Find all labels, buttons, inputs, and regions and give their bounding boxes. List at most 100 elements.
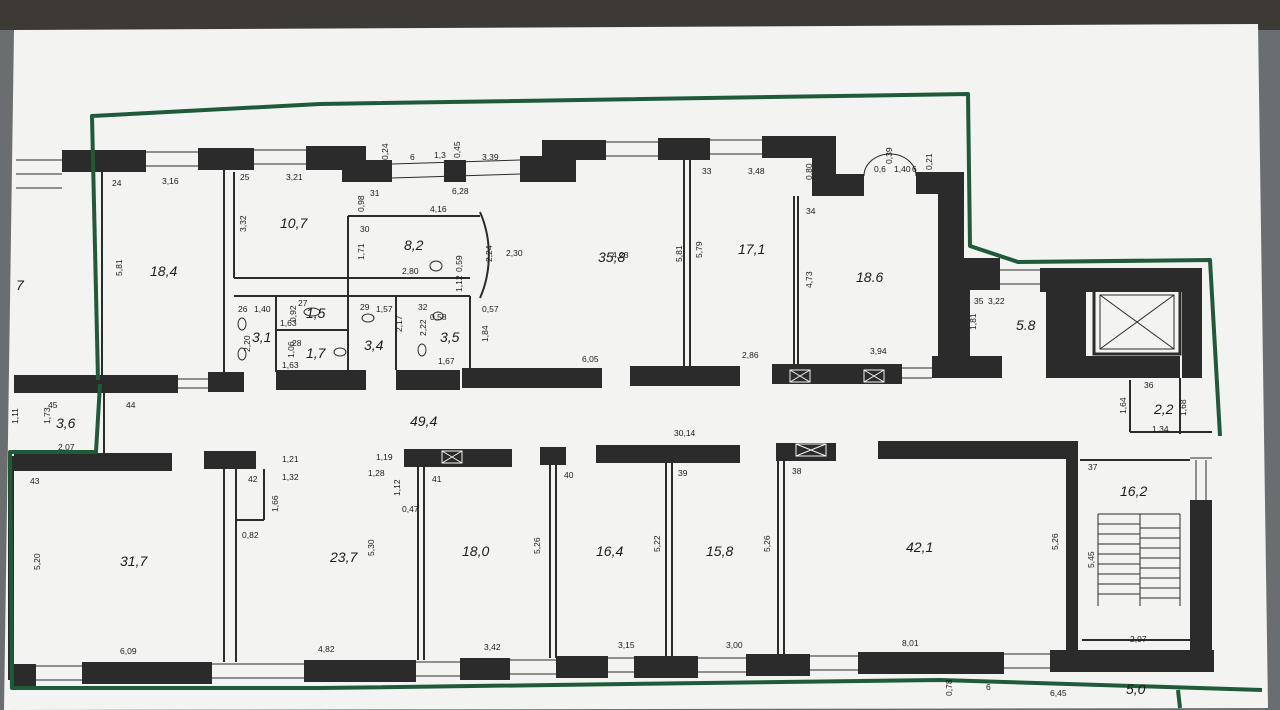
dimension: 3,32 — [238, 215, 248, 232]
dimension: 5,26 — [532, 537, 542, 554]
room-area: 3,6 — [56, 415, 76, 431]
dimension: 6,09 — [120, 646, 137, 656]
dimension: 3,21 — [286, 172, 303, 182]
dimension: 2,24 — [484, 245, 494, 262]
dimension: 2,20 — [242, 335, 252, 352]
dimension: 0,58 — [430, 312, 447, 322]
dimension: 1,84 — [480, 325, 490, 342]
dimension: 4,16 — [430, 204, 447, 214]
dimension: 3,48 — [748, 166, 765, 176]
room-area: 3,4 — [364, 337, 384, 353]
dimension: 2,97 — [1130, 634, 1147, 644]
dimension: 3,16 — [162, 176, 179, 186]
dimension: 5,22 — [652, 535, 662, 552]
room-area: 18,4 — [150, 263, 177, 279]
room-number: 43 — [30, 476, 40, 486]
dimension: 3,42 — [484, 642, 501, 652]
dimension: 0,92 — [288, 305, 298, 322]
margin-label-left: 7 — [16, 277, 25, 293]
room-area: 3,5 — [440, 329, 460, 345]
dimension: 1,11 — [10, 408, 20, 424]
room-area: 17,1 — [738, 241, 765, 257]
dimension: 1,66 — [270, 495, 280, 512]
room-area: 10,7 — [280, 215, 308, 231]
room-number: 41 — [432, 474, 442, 484]
room-number: 45 — [48, 400, 58, 410]
dimension: 1,06 — [286, 341, 296, 358]
dimension: 0,98 — [356, 195, 366, 212]
partitions — [101, 160, 1212, 662]
dimension: 1,12 — [392, 479, 402, 496]
dimension: 3,15 — [618, 640, 635, 650]
windows — [16, 139, 1212, 681]
dimension: 1,81 — [968, 313, 978, 330]
dimension: 6,05 — [582, 354, 599, 364]
room-number: 27 — [298, 298, 308, 308]
dimension: 1,73 — [42, 407, 52, 424]
room-area: 35,8 — [598, 249, 625, 265]
dimension: 1,63 — [280, 318, 297, 328]
dimension: 3,00 — [726, 640, 743, 650]
dimension: 0,24 — [380, 143, 390, 160]
dimension: 1,40 — [254, 304, 271, 314]
room-area: 18,0 — [462, 543, 489, 559]
room-area: 1,7 — [306, 345, 327, 361]
room-number: 31 — [370, 188, 380, 198]
dimension: 2,07 — [58, 442, 75, 452]
room-number: 29 — [360, 302, 370, 312]
room-number: 40 — [564, 470, 574, 480]
dimension: 5,26 — [762, 535, 772, 552]
room-area: 5.8 — [1016, 317, 1036, 333]
elevator-shaft — [1092, 288, 1182, 356]
dimension: 5,81 — [114, 259, 124, 276]
dimension: 1,34 — [1152, 424, 1169, 434]
room-number: 33 — [702, 166, 712, 176]
dimension: 2,17 — [394, 315, 404, 332]
dimension: 1,68 — [1178, 399, 1188, 416]
dimension: 0,80 — [804, 163, 814, 180]
room-area: 49,4 — [410, 413, 437, 429]
room-number: 28 — [292, 338, 302, 348]
dimension: 6,45 — [1050, 688, 1067, 698]
dimension: 1,57 — [376, 304, 393, 314]
dimension: 4,73 — [804, 271, 814, 288]
room-area: 15,8 — [706, 543, 733, 559]
dimension: 1,3 — [434, 150, 446, 160]
dimension: 6 — [912, 164, 917, 174]
dimension: 6 — [986, 682, 991, 692]
dimension: 0,6 — [874, 164, 886, 174]
room-area: 16,4 — [596, 543, 623, 559]
dimension: 0,21 — [924, 153, 934, 170]
room-number: 30 — [360, 224, 370, 234]
room-area: 18.6 — [856, 269, 883, 285]
dimension: 2,22 — [418, 319, 428, 336]
room-area: 42,1 — [906, 539, 933, 555]
dimension: 1,63 — [282, 360, 299, 370]
room-number: 37 — [1088, 462, 1098, 472]
dimension: 0,82 — [242, 530, 259, 540]
room-labels: 24 25 26 27 28 29 30 31 32 33 34 35 36 3… — [16, 166, 1174, 697]
room-number: 39 — [678, 468, 688, 478]
dimension: 6,28 — [452, 186, 469, 196]
dimension: 1,40 — [894, 164, 911, 174]
dimension: 1,71 — [356, 243, 366, 260]
dimension: 3,22 — [988, 296, 1005, 306]
room-number: 34 — [806, 206, 816, 216]
margin-label-bottom-right: 5,0 — [1126, 681, 1146, 697]
dimension: 4,23 — [612, 250, 629, 260]
dimension: 3,94 — [870, 346, 887, 356]
dimension: 1,64 — [1118, 397, 1128, 414]
dimension: 6 — [410, 152, 415, 162]
dimension: 1,67 — [438, 356, 455, 366]
dimension: 2,86 — [742, 350, 759, 360]
dimension: 5,30 — [366, 539, 376, 556]
room-number: 35 — [974, 296, 984, 306]
dimension: 2,80 — [402, 266, 419, 276]
dimension: 5,79 — [694, 241, 704, 258]
room-number: 25 — [240, 172, 250, 182]
room-number: 44 — [126, 400, 136, 410]
room-number: 32 — [418, 302, 428, 312]
staircase — [1097, 513, 1181, 606]
room-area: 16,2 — [1120, 483, 1147, 499]
dimension: 2,30 — [506, 248, 523, 258]
